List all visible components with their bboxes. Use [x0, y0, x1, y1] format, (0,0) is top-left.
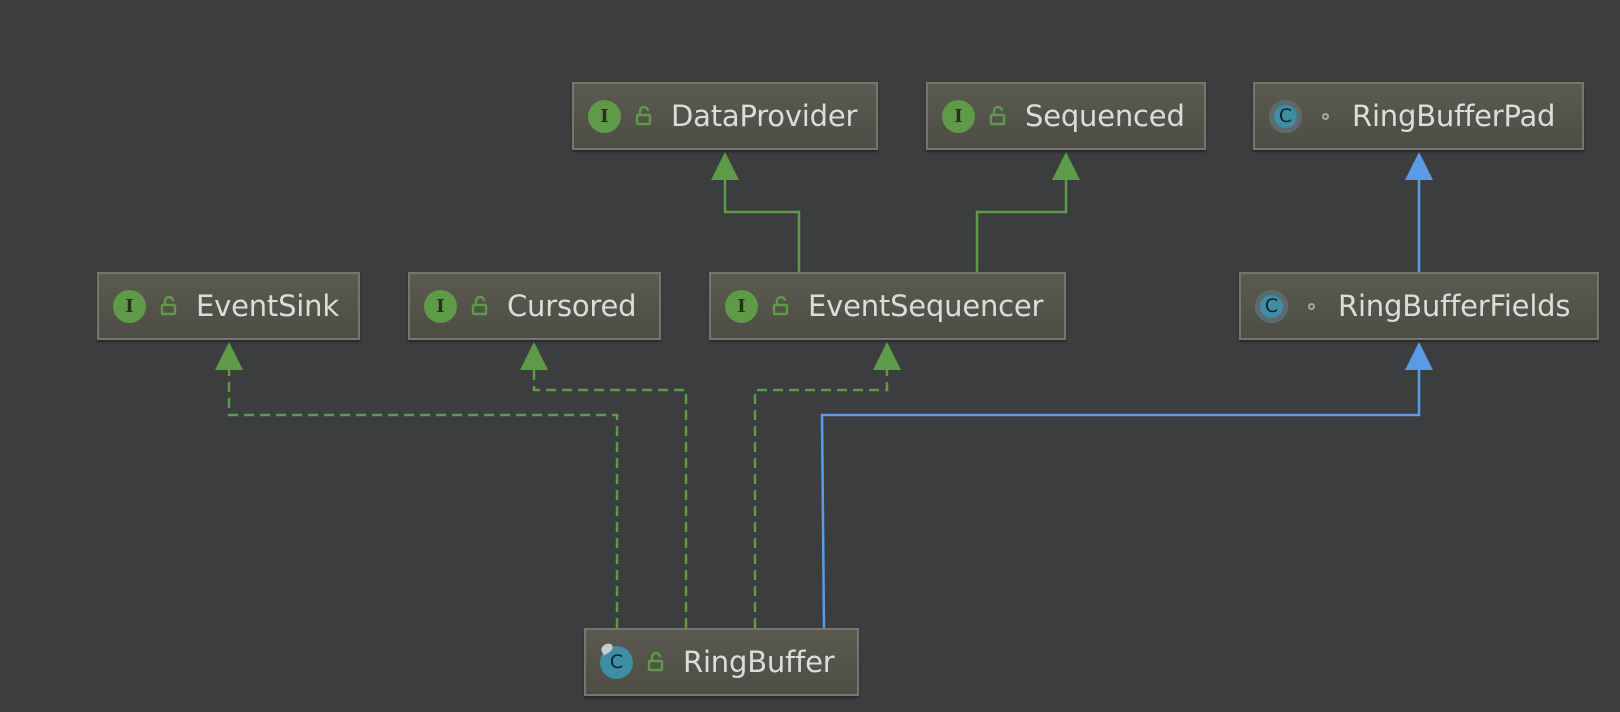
node-label: Cursored — [507, 289, 637, 323]
node-ringbufferfields[interactable]: C RingBufferFields — [1239, 272, 1599, 340]
arrowhead-ringbufferfields — [1405, 342, 1433, 370]
edge-ringbuffer-eventsequencer — [753, 368, 889, 628]
interface-icon: I — [113, 289, 146, 323]
public-lock-icon — [989, 106, 1007, 126]
interface-icon: I — [942, 99, 975, 133]
node-dataprovider[interactable]: I DataProvider — [572, 82, 878, 150]
final-class-icon: C — [600, 645, 633, 679]
edge-ringbuffer-eventsink — [227, 368, 619, 628]
public-lock-icon — [471, 296, 489, 316]
node-eventsequencer[interactable]: I EventSequencer — [709, 272, 1066, 340]
node-cursored[interactable]: I Cursored — [408, 272, 661, 340]
interface-icon: I — [725, 289, 758, 323]
interface-icon: I — [588, 99, 621, 133]
edge-eventsequencer-sequenced — [975, 178, 1068, 272]
edge-ringbuffer-ringbufferfields — [820, 368, 1421, 629]
arrowhead-eventsequencer — [873, 342, 901, 370]
node-label: EventSequencer — [808, 289, 1044, 323]
edge-eventsequencer-dataprovider — [723, 178, 801, 272]
public-lock-icon — [647, 652, 665, 672]
abstract-class-icon: C — [1269, 99, 1302, 133]
edge-ringbuffer-cursored — [532, 368, 688, 628]
public-lock-icon — [160, 296, 178, 316]
node-label: RingBufferPad — [1352, 99, 1556, 133]
node-ringbuffer[interactable]: C RingBuffer — [584, 628, 859, 696]
public-lock-icon — [772, 296, 790, 316]
arrowhead-sequenced — [1052, 152, 1080, 180]
arrowhead-ringbufferpad — [1405, 152, 1433, 180]
node-eventsink[interactable]: I EventSink — [97, 272, 360, 340]
node-sequenced[interactable]: I Sequenced — [926, 82, 1206, 150]
abstract-class-icon: C — [1255, 289, 1288, 323]
node-label: DataProvider — [671, 99, 858, 133]
node-label: EventSink — [196, 289, 339, 323]
package-private-icon — [1316, 106, 1334, 126]
arrowhead-cursored — [520, 342, 548, 370]
node-label: RingBuffer — [683, 645, 835, 679]
interface-icon: I — [424, 289, 457, 323]
node-label: Sequenced — [1025, 99, 1185, 133]
node-label: RingBufferFields — [1338, 289, 1571, 323]
node-ringbufferpad[interactable]: C RingBufferPad — [1253, 82, 1584, 150]
arrowhead-dataprovider — [711, 152, 739, 180]
public-lock-icon — [635, 106, 653, 126]
package-private-icon — [1302, 296, 1320, 316]
arrowhead-eventsink — [215, 342, 243, 370]
